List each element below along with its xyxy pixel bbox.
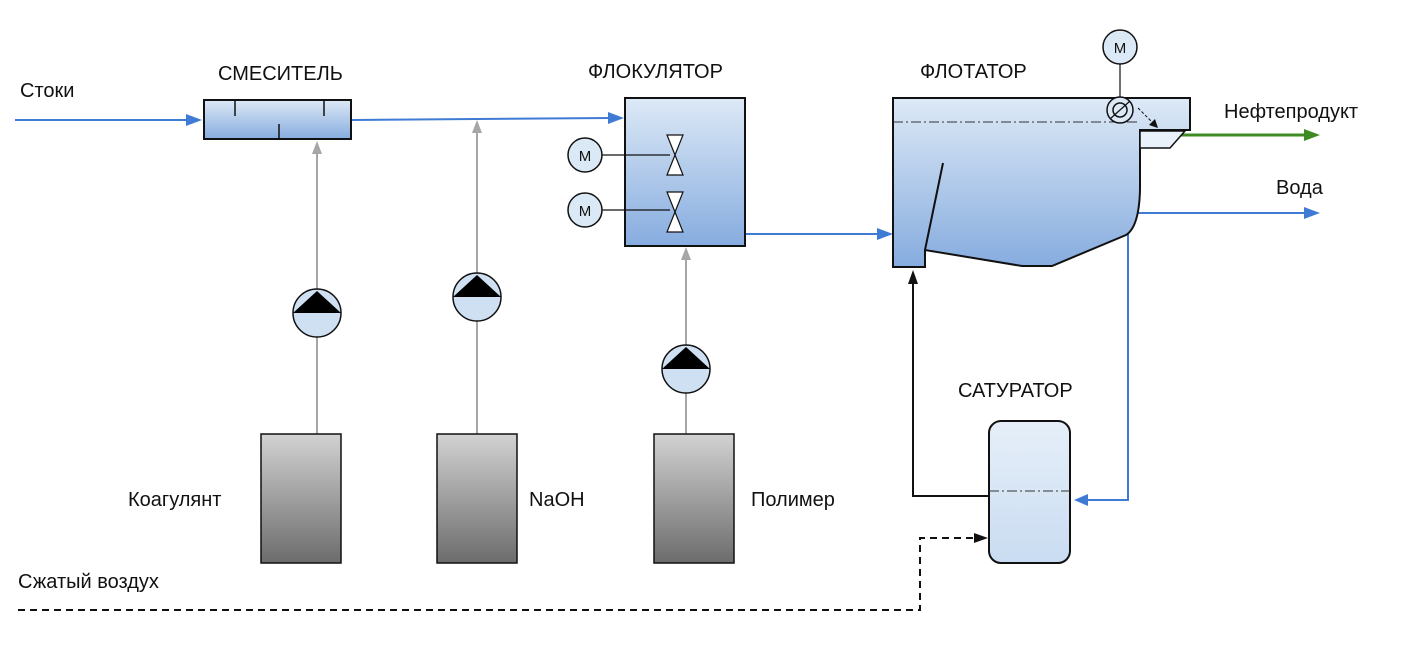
- mixer-title: СМЕСИТЕЛЬ: [218, 63, 343, 85]
- naoh-tank: [436, 433, 518, 564]
- flotator-title: ФЛОТАТОР: [920, 61, 1027, 83]
- saturator-vessel: [988, 420, 1071, 564]
- coagulant-tank: [260, 433, 342, 564]
- mixer-vessel: [203, 99, 352, 140]
- pump-icon: [452, 272, 502, 322]
- saturator-title: САТУРАТОР: [958, 380, 1073, 402]
- arrow-head-icon: [186, 114, 202, 126]
- pump-icon: [292, 288, 342, 338]
- coagulant-label: Коагулянт: [128, 489, 221, 511]
- pump-icon: [661, 344, 711, 394]
- compressed-air-line: [18, 537, 974, 611]
- dosing-arrowheads: [312, 120, 691, 260]
- arrow-head-icon: [1304, 129, 1320, 141]
- flocculator-title: ФЛОКУЛЯТОР: [588, 61, 723, 83]
- inlet-label: Стоки: [20, 80, 74, 102]
- motor-icon: М: [1102, 29, 1138, 65]
- polymer-tank: [653, 433, 735, 564]
- recycle-to-saturator-line: [1088, 228, 1129, 501]
- skimmer-icon: [1106, 96, 1158, 128]
- arrow-head-icon: [472, 120, 482, 133]
- arrow-head-icon: [1304, 207, 1320, 219]
- saturated-water-line: [912, 283, 988, 497]
- arrow-head-icon: [681, 247, 691, 260]
- arrow-head-icon: [908, 270, 918, 284]
- polymer-label: Полимер: [751, 489, 835, 511]
- motor-icon: М: [567, 137, 603, 173]
- arrow-head-icon: [1074, 494, 1088, 506]
- mixer-to-flocculator-line: [351, 117, 611, 121]
- motor-label: М: [579, 148, 592, 165]
- flotator-vessel: [892, 62, 1191, 268]
- arrow-head-icon: [877, 228, 893, 240]
- motor-icon: М: [567, 192, 603, 228]
- valve-icon: [666, 134, 684, 176]
- arrow-head-icon: [974, 533, 988, 543]
- arrow-head-icon: [608, 112, 624, 124]
- water-label: Вода: [1276, 177, 1324, 199]
- motor-label: М: [579, 203, 592, 220]
- oil-product-label: Нефтепродукт: [1224, 101, 1358, 123]
- valve-icon: [666, 191, 684, 233]
- main-flow-lines: [15, 117, 1305, 501]
- main-flow-arrowheads: [186, 112, 1320, 506]
- arrow-head-icon: [312, 141, 322, 154]
- flocculator-vessel: [600, 97, 746, 247]
- naoh-label: NaOH: [529, 489, 585, 511]
- compressed-air-label: Сжатый воздух: [18, 571, 159, 593]
- motor-label: М: [1114, 40, 1127, 57]
